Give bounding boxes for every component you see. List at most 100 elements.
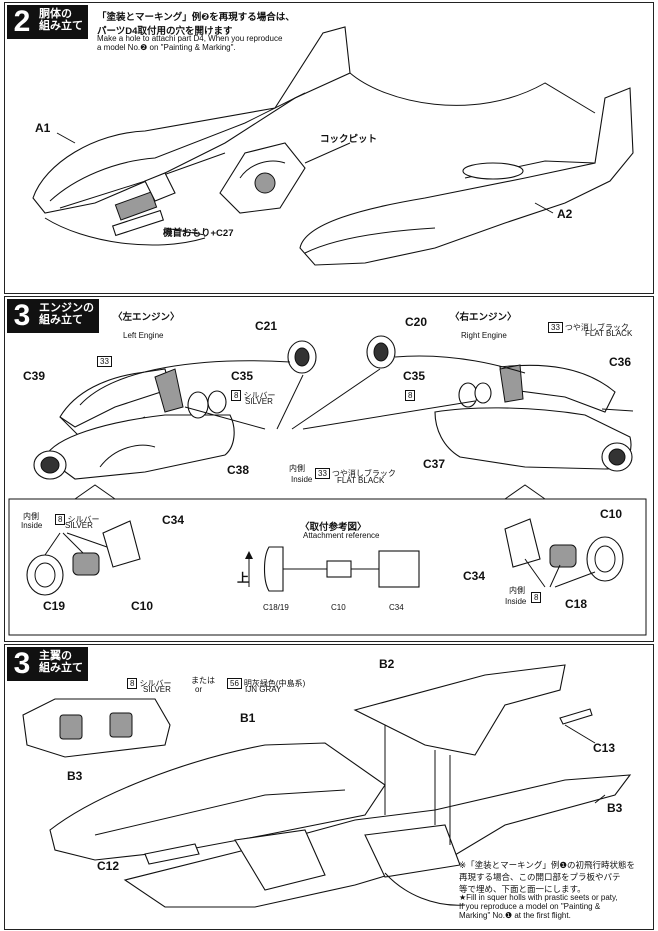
label-c39: C39 bbox=[23, 369, 46, 383]
detail-right-inside-jp: 内側 bbox=[509, 586, 525, 595]
detail-box bbox=[8, 498, 647, 636]
c19-part bbox=[26, 554, 64, 596]
paint-8-left-en: SILVER bbox=[245, 397, 273, 406]
detail-left-inside-en: Inside bbox=[21, 521, 43, 530]
label-b3-left: B3 bbox=[67, 769, 83, 783]
c10-left-part bbox=[72, 552, 100, 576]
label-c35-left: C35 bbox=[231, 369, 254, 383]
detail-right-inside-en: Inside bbox=[505, 597, 527, 606]
label-c10-left: C10 bbox=[131, 599, 154, 613]
a2-fuselage-half bbox=[299, 87, 634, 266]
c34-right-part bbox=[504, 518, 541, 568]
paint-8-right: 8 bbox=[405, 385, 417, 403]
up-label: 上 bbox=[237, 571, 250, 585]
c18-part bbox=[586, 536, 624, 582]
c34-left-part bbox=[102, 520, 141, 568]
step-number: 2 bbox=[7, 5, 37, 39]
opening-note-en: ★Fill in squer holls with prastic seets … bbox=[459, 893, 618, 920]
left-engine-en: Left Engine bbox=[123, 331, 164, 340]
c36-cowl bbox=[499, 364, 616, 413]
left-engine-title: 〈左エンジン〉 bbox=[113, 312, 180, 323]
label-c37: C37 bbox=[423, 457, 446, 471]
label-c18-19: C18/19 bbox=[263, 603, 289, 612]
step-title: エンジンの 組み立て bbox=[37, 299, 99, 333]
label-c20: C20 bbox=[405, 315, 428, 329]
wing-diagram bbox=[22, 664, 632, 908]
c18-19-ref bbox=[263, 546, 284, 592]
fuselage-diagram bbox=[32, 26, 634, 266]
label-c34-mid: C34 bbox=[389, 603, 404, 612]
left-intake-part bbox=[154, 368, 184, 413]
inside-en: Inside bbox=[291, 475, 313, 484]
label-c18: C18 bbox=[565, 597, 588, 611]
c35-left-part bbox=[187, 391, 209, 419]
label-b2: B2 bbox=[379, 657, 395, 671]
detail-left-paint-en: SILVER bbox=[65, 521, 93, 530]
wheel-well-inset bbox=[22, 698, 171, 758]
right-engine-en: Right Engine bbox=[461, 331, 507, 340]
c38-nacelle bbox=[44, 414, 235, 480]
step-2-panel: 2 胴体の 組み立て 「塗装とマーキング」例❷を再現する場合は、 パーツD4取付… bbox=[4, 2, 654, 294]
label-c34-left: C34 bbox=[162, 513, 185, 527]
label-a1: A1 bbox=[35, 121, 51, 135]
label-c34-right: C34 bbox=[463, 569, 486, 583]
paint-56-wing-en: IJN GRAY bbox=[245, 685, 282, 694]
label-nose-weight: 機首おもり+C27 bbox=[163, 228, 234, 239]
c37-nacelle bbox=[434, 407, 632, 470]
c10-right-part bbox=[549, 544, 577, 568]
step-3-wing-badge: 3 主翼の 組み立て bbox=[7, 647, 88, 681]
opening-note-jp: ※「塗装とマーキング」例❶の初飛行時状態を 再現する場合、この開口部をプラ板やパ… bbox=[459, 860, 635, 894]
step-number: 3 bbox=[7, 299, 37, 333]
or-jp: または bbox=[191, 676, 215, 685]
label-c38: C38 bbox=[227, 463, 250, 477]
hole-note-jp: 「塗装とマーキング」例❷を再現する場合は、 パーツD4取付用の穴を開けます bbox=[97, 12, 295, 37]
step-3-engine-panel: 3 エンジンの 組み立て bbox=[4, 296, 654, 642]
label-c36: C36 bbox=[609, 355, 632, 369]
label-c10-right: C10 bbox=[600, 507, 623, 521]
label-c35-right: C35 bbox=[403, 369, 426, 383]
label-b1: B1 bbox=[240, 711, 256, 725]
step-3-engine-badge: 3 エンジンの 組み立て bbox=[7, 299, 99, 333]
a1-fuselage-half bbox=[32, 26, 351, 214]
hole-note-en: Make a hole to attachi part D4, When you… bbox=[97, 34, 283, 52]
c27-part bbox=[144, 172, 176, 202]
c34-ref bbox=[378, 550, 420, 588]
step-2-badge: 2 胴体の 組み立て bbox=[7, 5, 88, 39]
label-c13: C13 bbox=[593, 741, 616, 755]
detail-right-paint: 8 bbox=[531, 587, 543, 605]
label-c21: C21 bbox=[255, 319, 278, 333]
or-en: or bbox=[195, 685, 203, 694]
label-c10-mid: C10 bbox=[331, 603, 346, 612]
label-c19: C19 bbox=[43, 599, 66, 613]
b2-upper-center bbox=[353, 664, 566, 756]
step-number: 3 bbox=[7, 647, 37, 681]
paint-8-wing-en: SILVER bbox=[143, 685, 171, 694]
right-intake-part bbox=[499, 364, 524, 403]
label-b3-right: B3 bbox=[607, 801, 623, 815]
b1-upper-wing bbox=[49, 742, 386, 861]
c12-part bbox=[144, 843, 200, 865]
attach-title: 〈取付参考図〉 bbox=[300, 522, 367, 533]
step-title: 胴体の 組み立て bbox=[37, 5, 88, 39]
paint-33-right-en: FLAT BLACK bbox=[585, 329, 633, 338]
label-c12: C12 bbox=[97, 859, 120, 873]
inside-jp: 内側 bbox=[289, 464, 305, 473]
right-engine-title: 〈右エンジン〉 bbox=[450, 312, 517, 323]
c13-part bbox=[559, 708, 593, 725]
label-a2: A2 bbox=[557, 207, 573, 221]
step-title: 主翼の 組み立て bbox=[37, 647, 88, 681]
paint-33-left: 33 bbox=[97, 351, 114, 369]
label-cockpit: コックピット bbox=[320, 134, 378, 145]
inside-paint-en: FLAT BLACK bbox=[337, 476, 385, 485]
c10-ref bbox=[326, 560, 352, 578]
engine-diagram bbox=[8, 335, 647, 636]
attach-subtitle: Attachment reference bbox=[303, 531, 380, 540]
detail-left-inside-jp: 内側 bbox=[23, 512, 39, 521]
